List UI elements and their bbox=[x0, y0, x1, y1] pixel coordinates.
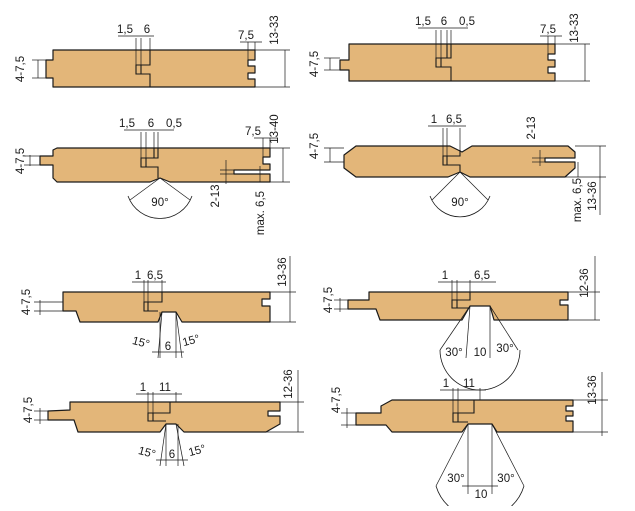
label-angle-p4: 90° bbox=[451, 197, 468, 209]
angle-arc-p3 bbox=[127, 195, 193, 219]
angle-leg-r-p6 bbox=[489, 305, 519, 351]
label-groove-depth-p1: 6 bbox=[144, 24, 150, 36]
joint-seam-p4 bbox=[442, 150, 461, 172]
label-angle-right-p5: 15° bbox=[181, 333, 201, 349]
label-gap-width-p5: 6 bbox=[165, 341, 171, 353]
gap-ext-l-p6 bbox=[465, 305, 471, 359]
label-groove-depth-p3: 6 bbox=[148, 118, 154, 130]
label-right-groove-p1: 7,5 bbox=[238, 30, 254, 42]
board-p2 bbox=[339, 43, 556, 82]
label-right-groove-p3: 7,5 bbox=[245, 126, 261, 138]
angle-arc-p4 bbox=[429, 195, 491, 218]
label-gap-p3: 0,5 bbox=[166, 118, 182, 130]
profile-3: 4-7,5 1,5 6 0,5 7,5 13-40 2-13 max. 6,5 … bbox=[15, 114, 290, 235]
label-height-p1: 13-33 bbox=[269, 15, 281, 44]
gap-leg-r-p5 bbox=[175, 311, 183, 359]
label-angle-left-p5: 15° bbox=[131, 335, 151, 351]
angle-leg-l-p3 bbox=[129, 177, 161, 201]
label-gap-width-p8: 10 bbox=[475, 489, 488, 501]
label-left-thickness-p6: 4-7,5 bbox=[323, 287, 335, 313]
label-right-groove-p2: 7,5 bbox=[540, 24, 556, 36]
label-left-thickness-p1: 4-7,5 bbox=[15, 56, 27, 82]
label-maxdepth-p3: max. 6,5 bbox=[255, 191, 267, 235]
label-lip-p4: 2-13 bbox=[526, 116, 538, 139]
label-height-p8: 13-36 bbox=[587, 375, 599, 404]
label-left-thickness-p7: 4-7,5 bbox=[23, 397, 35, 423]
board-p3 bbox=[39, 147, 271, 183]
label-gap-width-p6: 10 bbox=[474, 347, 487, 359]
label-groove-depth-p6: 6,5 bbox=[474, 270, 490, 282]
label-groove-offset-p8: 1 bbox=[443, 378, 449, 390]
groove-inner-p2 bbox=[440, 44, 448, 67]
label-height-p5: 13-36 bbox=[277, 257, 289, 286]
label-groove-offset-p3: 1,5 bbox=[119, 118, 135, 130]
groove-inner-p3 bbox=[145, 148, 155, 167]
board-p6 bbox=[347, 291, 569, 321]
board-p7 bbox=[47, 401, 281, 433]
label-gap-width-p7: 6 bbox=[169, 449, 175, 461]
label-groove-offset-p5: 1 bbox=[135, 270, 141, 282]
joint-seam-p2 bbox=[435, 44, 452, 81]
profile-1: 4-7,5 1,5 6 7,5 13-33 bbox=[15, 15, 290, 88]
label-height-p6: 12-36 bbox=[579, 268, 591, 297]
label-angle-left-p7: 15° bbox=[137, 445, 157, 461]
label-left-thickness-p8: 4-7,5 bbox=[331, 387, 343, 413]
angle-leg-l-p4 bbox=[431, 171, 461, 201]
label-height-p7: 12-36 bbox=[283, 369, 295, 398]
label-groove-offset-p2: 1,5 bbox=[415, 16, 431, 28]
angle-leg-r-p4 bbox=[459, 171, 489, 201]
label-angle-right-p6: 30° bbox=[496, 343, 513, 355]
label-height-p3: 13-40 bbox=[269, 114, 281, 143]
board-p5 bbox=[62, 291, 271, 323]
angle-leg-r-p3 bbox=[159, 177, 191, 201]
angle-leg-l-p6 bbox=[439, 305, 471, 351]
board-p1 bbox=[45, 49, 256, 88]
label-groove-offset-p6: 1 bbox=[442, 270, 448, 282]
label-groove-depth-p7: 11 bbox=[159, 382, 171, 394]
label-groove-depth-p2: 6 bbox=[441, 16, 447, 28]
label-left-thickness-p4: 4-7,5 bbox=[309, 133, 321, 159]
profile-8: 4-7,5 1 11 13-36 30° 10 30° bbox=[331, 372, 608, 511]
profile-4: 4-7,5 1 6,5 2-13 max. 6,5 13-36 90° bbox=[309, 114, 606, 222]
label-height-p4: 13-36 bbox=[587, 181, 599, 210]
profile-7: 4-7,5 1 11 12-36 15° 6 15° bbox=[23, 369, 304, 467]
label-left-thickness-p2: 4-7,5 bbox=[309, 51, 321, 77]
label-groove-offset-p1: 1,5 bbox=[117, 24, 133, 36]
label-lip-p3: 2-13 bbox=[210, 184, 222, 207]
label-left-thickness-p5: 4-7,5 bbox=[21, 289, 33, 315]
angle-arc-p8 bbox=[435, 485, 525, 511]
label-angle-right-p7: 15° bbox=[187, 443, 207, 459]
board-p8 bbox=[355, 399, 574, 433]
angle-leg-r-p8 bbox=[491, 423, 525, 487]
label-groove-offset-p7: 1 bbox=[140, 382, 146, 394]
label-groove-depth-p4: 6,5 bbox=[446, 114, 462, 126]
label-angle-right-p8: 30° bbox=[497, 473, 514, 485]
profile-5: 4-7,5 1 6,5 13-36 15° 6 15° bbox=[21, 256, 296, 359]
angle-leg-l-p8 bbox=[435, 423, 469, 487]
label-maxdepth-p4: max. 6,5 bbox=[572, 178, 584, 222]
label-angle-left-p8: 30° bbox=[447, 473, 464, 485]
profile-6: 4-7,5 1 6,5 12-36 30° 10 30° bbox=[323, 256, 600, 391]
profile-2: 4-7,5 1,5 6 0,5 7,5 13-33 bbox=[309, 13, 590, 82]
label-groove-offset-p4: 1 bbox=[431, 114, 437, 126]
joint-seam-p3 bbox=[140, 148, 159, 178]
gap-leg-r-p7 bbox=[175, 423, 185, 467]
label-left-thickness-p3: 4-7,5 bbox=[15, 148, 27, 174]
joint-seam-p1 bbox=[135, 50, 151, 87]
label-groove-depth-p8: 11 bbox=[463, 378, 475, 390]
label-gap-p2: 0,5 bbox=[459, 16, 475, 28]
label-groove-depth-p5: 6,5 bbox=[147, 270, 163, 282]
label-angle-p3: 90° bbox=[151, 197, 168, 209]
gap-leg-l-p7 bbox=[159, 423, 167, 467]
label-height-p2: 13-33 bbox=[569, 13, 581, 42]
label-angle-left-p6: 30° bbox=[445, 347, 462, 359]
